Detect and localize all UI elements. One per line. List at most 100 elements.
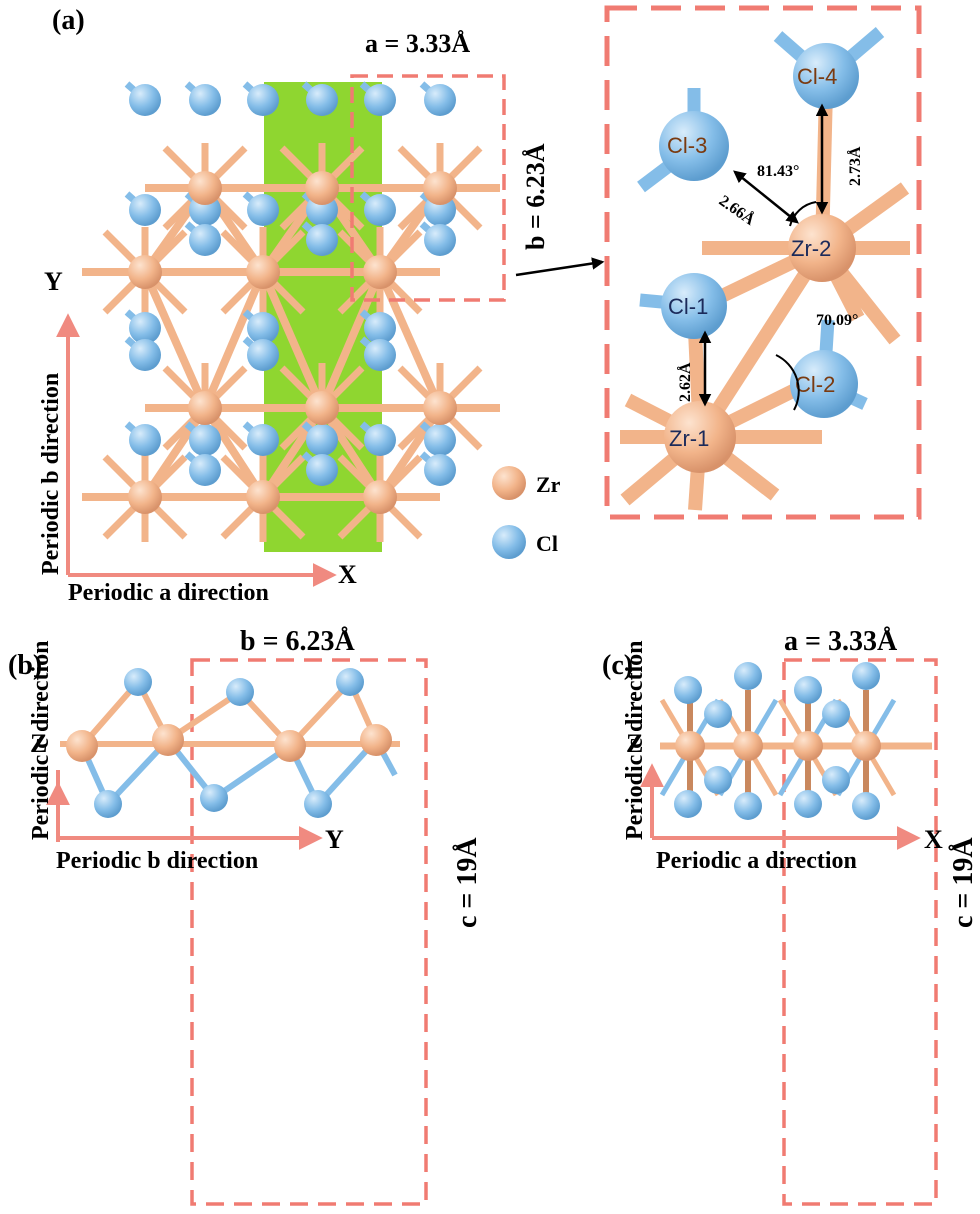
axis-y-label: Y: [44, 267, 63, 296]
chain-b-zr-atom: [66, 730, 98, 762]
zr-bond-d: [259, 270, 326, 410]
lattice-zr-atom: [363, 480, 397, 514]
chain-c-cl-atom: [794, 790, 822, 818]
atom-zr2: [788, 214, 856, 282]
chain-b-cl-atom: [94, 790, 122, 818]
lattice-cl-atom: [306, 224, 338, 256]
panel-c-tag: (c): [602, 650, 633, 681]
label-cl3: Cl-3: [667, 133, 707, 158]
panel-a: (a) a = 3.33Å b = 6.23Å Y X Periodic b d…: [38, 5, 605, 606]
panel-b-lattice-b: b = 6.23Å: [240, 626, 356, 657]
chain-c-cl-atom: [822, 700, 850, 728]
chain-c-cl-atom: [734, 792, 762, 820]
chain-c-zr-atom: [793, 731, 823, 761]
panel-c-chain: [659, 662, 932, 820]
zr-bond-d: [259, 405, 326, 500]
lattice-zr-atom: [305, 171, 339, 205]
lattice-cl-atom: [364, 312, 396, 344]
zoom-panel: Cl-4 Cl-3 Zr-2 Cl-1 Cl-2 Zr-1 81.43° 2.7…: [604, 5, 922, 520]
lattice-cl-atom: [247, 424, 279, 456]
lattice-cl-atom: [189, 224, 221, 256]
lattice-cl-atom: [364, 194, 396, 226]
angle-label-70: 70.09°: [816, 312, 858, 329]
atom-cl2: [790, 350, 858, 418]
label-cl4: Cl-4: [797, 64, 837, 89]
chain-c-cl-atom: [852, 662, 880, 690]
chain-c-cl-atom: [704, 766, 732, 794]
lattice-cl-atom: [247, 312, 279, 344]
bond-arrow-zr2-cl3: [733, 170, 799, 224]
lattice-zr-atom: [188, 171, 222, 205]
legend-zr-label: Zr: [536, 472, 561, 497]
lattice-cl-atom: [424, 424, 456, 456]
chain-b-cl-atom: [200, 784, 228, 812]
lattice-cl-atom: [424, 224, 456, 256]
label-zr1: Zr-1: [669, 426, 709, 451]
lattice-cl-atom: [364, 339, 396, 371]
zoom-box: [604, 5, 922, 520]
panel-c-dir-a: Periodic a direction: [656, 848, 857, 874]
axis-x-label: X: [338, 560, 357, 589]
zr-bond-d: [318, 405, 384, 500]
lattice-cl-atom: [129, 312, 161, 344]
unit-cell-box: [350, 74, 506, 302]
panel-a-tag: (a): [52, 5, 85, 36]
chain-b-cl-atom: [124, 668, 152, 696]
panel-c-lattice-c: c = 19Å: [948, 837, 979, 928]
chain-c-cl-atom: [822, 766, 850, 794]
chain-c-zr-atom: [675, 731, 705, 761]
lattice-zr-atom: [305, 391, 339, 425]
lattice-cl-atom: [424, 84, 456, 116]
panel-c-cell-box: [782, 658, 938, 1206]
lattice-cl-atom: [189, 454, 221, 486]
chain-b-zr-atom: [360, 724, 392, 756]
chain-c-atoms: [674, 662, 881, 820]
chain-b-zr-atom: [274, 730, 306, 762]
panel-c-axis-z-label: Z: [626, 729, 643, 758]
lattice-a-label: a = 3.33Å: [365, 29, 470, 58]
atom-cl4: [793, 43, 859, 109]
lattice-zr-atom: [363, 255, 397, 289]
zr-bond-d: [201, 405, 267, 500]
label-cl2: Cl-2: [795, 372, 835, 397]
chain-c-zr-atom: [733, 731, 763, 761]
panel-b-axis-z-label: Z: [30, 729, 47, 758]
legend: Zr Cl: [492, 466, 561, 559]
lattice-zr-atom: [246, 255, 280, 289]
chain-b-cl-atom: [226, 678, 254, 706]
lattice-cl-atom: [129, 84, 161, 116]
lattice-zr-atom: [246, 480, 280, 514]
chain-c-cl-atom: [704, 700, 732, 728]
legend-cl-swatch: [492, 525, 526, 559]
lattice-cl-atom: [247, 339, 279, 371]
dir-a-label: Periodic a direction: [68, 580, 269, 606]
lattice-cl-atom: [189, 84, 221, 116]
chain-c-cl-atom: [852, 792, 880, 820]
lattice-zr-atom: [128, 480, 162, 514]
chain-c-cl-atom: [734, 662, 762, 690]
label-cl1: Cl-1: [668, 294, 708, 319]
lattice-cl-atom: [129, 194, 161, 226]
lattice-cl-atom: [129, 339, 161, 371]
lattice-cl-atom: [129, 424, 161, 456]
panel-b: (b) b = 6.23Å c = 19Å Z Y Periodic c dir…: [8, 626, 483, 1206]
lattice-cl-atom: [306, 424, 338, 456]
panel-b-cell-box: [190, 658, 428, 1206]
legend-cl-label: Cl: [536, 531, 558, 556]
label-zr2: Zr-2: [791, 236, 831, 261]
lattice-cl-atom: [247, 84, 279, 116]
chain-b-cl-atom: [336, 668, 364, 696]
lattice-cl-atom: [364, 424, 396, 456]
lattice-cl-atom: [306, 454, 338, 486]
lattice-zr-atom: [423, 391, 457, 425]
bond-label-266: 2.66Å: [716, 192, 759, 230]
lattice-zr-atom: [423, 171, 457, 205]
chain-b-atoms: [66, 668, 392, 818]
chain-b-zr-atom: [152, 724, 184, 756]
atom-zr1: [664, 401, 736, 473]
bond-label-273: 2.73Å: [846, 146, 864, 186]
lattice-cl-atom: [424, 454, 456, 486]
lattice-cl-atom: [364, 84, 396, 116]
angle-arc-zr2-zr1-cl2: [775, 354, 800, 411]
